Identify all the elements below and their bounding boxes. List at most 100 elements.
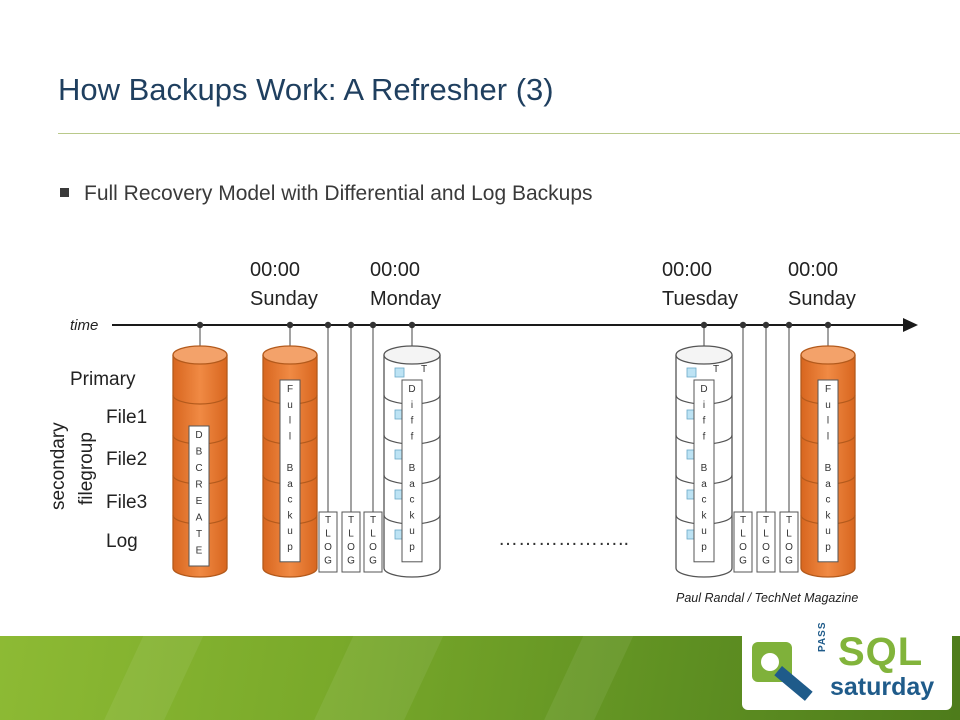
- label-letter: B: [196, 447, 203, 458]
- label-letter: F: [825, 384, 831, 395]
- cylinder-top: [383, 345, 441, 365]
- cylinder-top: [172, 345, 228, 365]
- log-letter: O: [739, 542, 747, 553]
- label-letter: f: [703, 431, 706, 442]
- log-letter: L: [740, 529, 746, 540]
- day-name-label: Tuesday: [662, 288, 738, 310]
- file-label: File1: [106, 407, 147, 428]
- label-letter: E: [196, 496, 203, 507]
- log-box: [318, 511, 338, 573]
- label-letter: A: [196, 513, 203, 524]
- saturday-logo-text: saturday: [830, 673, 935, 701]
- key-icon: [752, 642, 813, 701]
- log-letter: L: [325, 529, 331, 540]
- cylinders-layer: DBCREATEFullBackupTLOGTLOGTLOGTDiffBacku…: [172, 345, 856, 578]
- log-letter: O: [324, 542, 332, 553]
- backup-timeline-diagram: DBCREATEFullBackupTLOGTLOGTLOGTDiffBacku…: [48, 259, 918, 578]
- timeline-dot: [700, 321, 708, 329]
- timeline-dot: [196, 321, 204, 329]
- label-letter: E: [196, 546, 203, 557]
- label-letter: a: [409, 479, 415, 490]
- label-letter: u: [409, 526, 415, 537]
- timeline-dot: [408, 321, 416, 329]
- time-axis-arrow: [903, 318, 918, 332]
- day-name-label: Sunday: [250, 288, 318, 310]
- filegroup-label: secondary: [48, 422, 69, 510]
- log-letter: L: [348, 529, 354, 540]
- label-letter: a: [287, 479, 293, 490]
- timeline-dot: [824, 321, 832, 329]
- timeline-dot: [785, 321, 793, 329]
- ellipsis-text: ………………..: [498, 528, 629, 550]
- log-letter: L: [786, 529, 792, 540]
- changed-extent-mark: [686, 367, 697, 378]
- timeline-dot: [347, 321, 355, 329]
- label-letter: u: [701, 526, 707, 537]
- log-letter: O: [762, 542, 770, 553]
- label-letter: B: [825, 463, 832, 474]
- log-box: [733, 511, 753, 573]
- log-box: [363, 511, 383, 573]
- log-box: [779, 511, 799, 573]
- file-label: File2: [106, 449, 147, 470]
- log-letter: G: [762, 556, 770, 567]
- label-letter: T: [196, 529, 202, 540]
- log-letter: L: [763, 529, 769, 540]
- label-letter: D: [700, 384, 707, 395]
- file-label: Primary: [70, 369, 136, 390]
- label-letter: c: [826, 495, 831, 506]
- sql-saturday-logo: [742, 628, 952, 710]
- label-letter: k: [410, 510, 416, 521]
- label-letter: i: [703, 400, 705, 411]
- log-letter: G: [369, 556, 377, 567]
- label-letter: B: [701, 463, 708, 474]
- log-letter: G: [739, 556, 747, 567]
- label-letter: l: [827, 431, 829, 442]
- label-box: [279, 379, 301, 563]
- log-letter: G: [347, 556, 355, 567]
- label-letter: f: [703, 416, 706, 427]
- day-name-label: Monday: [370, 288, 441, 310]
- day-time-label: 00:00: [370, 259, 420, 281]
- label-letter: C: [195, 463, 202, 474]
- image-credit: Paul Randal / TechNet Magazine: [676, 591, 859, 605]
- bullet-item: Full Recovery Model with Differential an…: [60, 182, 593, 206]
- log-box: [756, 511, 776, 573]
- timeline-dot: [369, 321, 377, 329]
- label-box: [401, 379, 423, 563]
- log-letter: O: [369, 542, 377, 553]
- label-letter: k: [702, 510, 708, 521]
- label-letter: k: [288, 510, 294, 521]
- day-name-label: Sunday: [788, 288, 856, 310]
- timeline-layer: [112, 318, 918, 512]
- log-letter: T: [348, 515, 354, 526]
- cylinder-top: [800, 345, 856, 365]
- label-letter: k: [826, 510, 832, 521]
- label-letter: p: [287, 542, 293, 553]
- log-letter: O: [785, 542, 793, 553]
- log-letter: O: [347, 542, 355, 553]
- log-letter: L: [370, 529, 376, 540]
- timeline-dot: [739, 321, 747, 329]
- file-label: File3: [106, 492, 147, 513]
- timeline-dot: [762, 321, 770, 329]
- log-letter: G: [324, 556, 332, 567]
- label-letter: a: [825, 479, 831, 490]
- cylinder-segment: [172, 394, 228, 405]
- label-letter: l: [289, 431, 291, 442]
- slide-title: How Backups Work: A Refresher (3): [58, 72, 554, 107]
- cylinder-top: [675, 345, 733, 365]
- label-letter: u: [825, 526, 831, 537]
- log-letter: T: [763, 515, 769, 526]
- label-box: [693, 379, 715, 563]
- sql-logo-text: SQL: [838, 630, 924, 674]
- label-letter: u: [287, 526, 293, 537]
